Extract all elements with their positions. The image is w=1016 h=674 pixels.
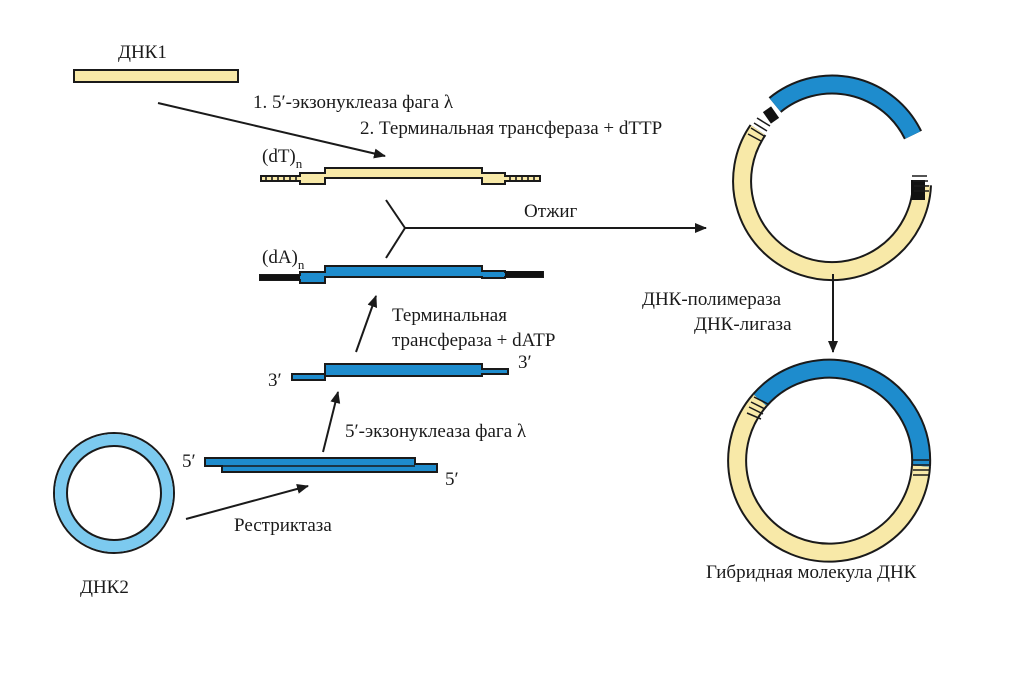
- dna1-fragment: [73, 69, 239, 83]
- ligase-label: ДНК-лигаза: [694, 314, 792, 335]
- annealed-circle: [732, 74, 932, 282]
- dna1-label: ДНК1: [118, 42, 167, 63]
- hybrid-circle: [727, 358, 932, 563]
- step2-label: 2. Терминальная трансфераза + dTTP: [360, 118, 662, 139]
- dna2-plasmid: [53, 432, 175, 554]
- end-3-left: 3′: [268, 370, 282, 391]
- arrow-exonuclease: [322, 391, 341, 453]
- step1-label: 1. 5′-экзонуклеаза фага λ: [253, 92, 454, 113]
- restrictase-label: Рестриктаза: [234, 515, 332, 536]
- dna2-label: ДНК2: [80, 577, 129, 598]
- end-3-right: 3′: [518, 352, 532, 373]
- dt-tailed-fragment: [260, 167, 541, 185]
- restriction-fragment: [204, 457, 438, 473]
- end-5-left: 5′: [182, 451, 196, 472]
- annealing-junction: [385, 199, 406, 259]
- end-5-right: 5′: [445, 469, 459, 490]
- da-tailed-fragment: [259, 265, 544, 284]
- arrow-restrictase: [185, 484, 309, 520]
- exonuclease-treated-fragment: [291, 363, 509, 381]
- arrow-dna1-treatment: [157, 102, 386, 159]
- da-tail-label: (dA)n: [262, 247, 305, 272]
- terminal-transferase-label-1: Терминальная: [392, 305, 507, 326]
- terminal-transferase-label-2: трансфераза + dATP: [392, 330, 555, 351]
- hybrid-label: Гибридная молекула ДНК: [706, 562, 917, 583]
- exonuclease-label: 5′-экзонуклеаза фага λ: [345, 421, 527, 442]
- polymerase-label: ДНК-полимераза: [642, 289, 782, 310]
- dt-tail-label: (dT)n: [262, 146, 303, 171]
- arrow-terminal-transferase: [355, 295, 378, 353]
- annealing-label: Отжиг: [524, 201, 578, 222]
